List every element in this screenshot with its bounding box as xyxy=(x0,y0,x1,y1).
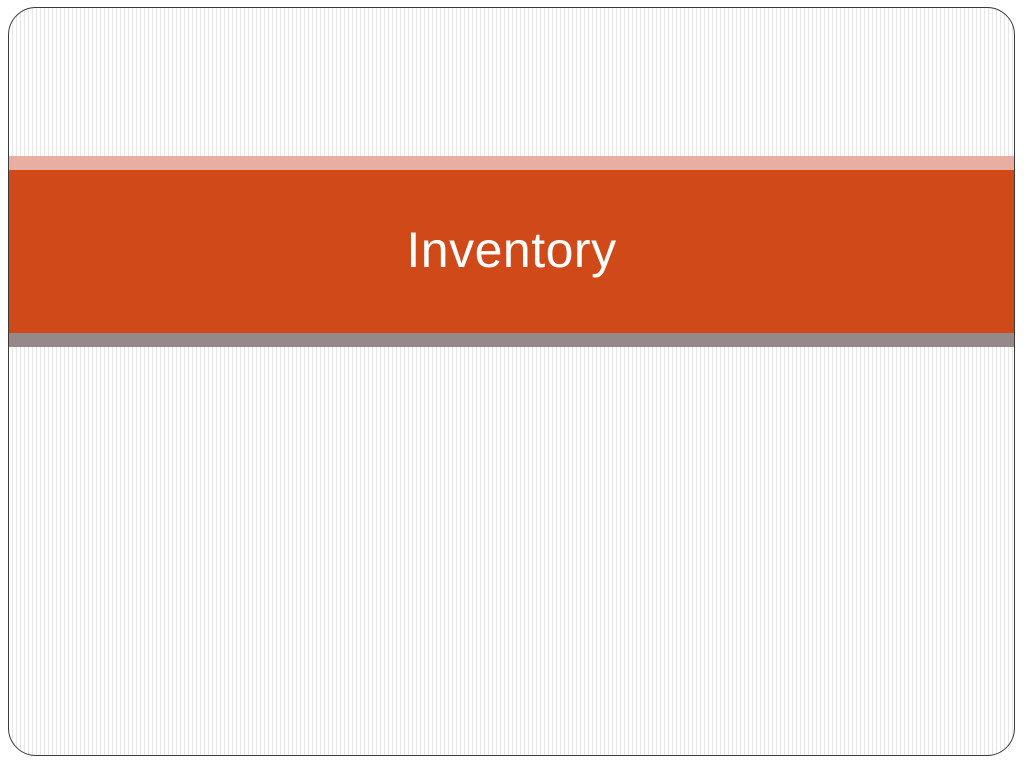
slide-frame: Inventory xyxy=(8,7,1015,756)
slide-title: Inventory xyxy=(406,221,617,278)
accent-stripe-bottom xyxy=(9,333,1014,347)
title-band: Inventory xyxy=(9,170,1014,333)
accent-stripe-top xyxy=(9,156,1014,170)
